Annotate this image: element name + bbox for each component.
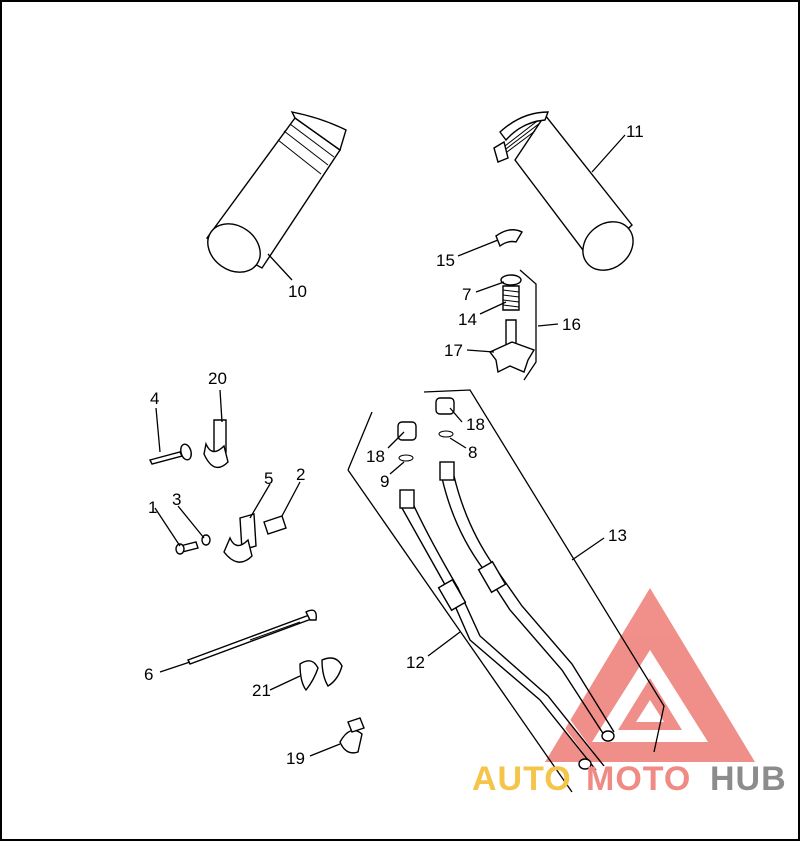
watermark-logo	[545, 588, 755, 762]
callout-6: 6	[144, 665, 153, 684]
callout-21: 21	[252, 681, 271, 700]
callout-12: 12	[406, 653, 425, 672]
clamp-19	[203, 419, 229, 469]
watermark-text: AUTO MOTO HUB	[472, 760, 787, 798]
spring-14	[502, 285, 520, 311]
left-grip-10	[205, 111, 347, 273]
cap-18-right	[435, 397, 455, 415]
watermark-triangle-inner	[618, 678, 682, 730]
callout-14: 14	[458, 310, 477, 329]
spacer-2	[263, 515, 287, 535]
cap-18-left	[397, 421, 417, 441]
callout-17: 17	[444, 341, 463, 360]
callout-4: 4	[150, 389, 159, 408]
callout-3: 3	[172, 490, 181, 509]
callout-2: 2	[296, 465, 305, 484]
ring-9	[398, 454, 414, 462]
right-grip-11	[493, 111, 634, 271]
callout-9: 9	[380, 472, 389, 491]
screw-1	[175, 541, 199, 555]
clip-21	[299, 657, 343, 692]
cable-tie-6	[187, 609, 317, 665]
callout-5: 5	[264, 469, 273, 488]
callout-13: 13	[608, 526, 627, 545]
callout-20: 19	[286, 749, 305, 768]
callout-10: 10	[288, 282, 307, 301]
throttle-cables-12	[399, 461, 615, 771]
bracket-16	[519, 269, 537, 381]
callout-labels: 10 11 15 7 14 16 17 20 4 18 18 8 9 5 2 1…	[144, 122, 644, 768]
callout-7: 7	[462, 285, 471, 304]
watermark-word-2: MOTO	[586, 760, 691, 798]
callout-11: 11	[626, 122, 644, 141]
bracket-13	[347, 389, 665, 753]
callout-16: 16	[562, 315, 581, 334]
watermark-word-3: HUB	[710, 760, 787, 798]
callout-15: 15	[436, 251, 455, 270]
callout-18-left: 18	[366, 447, 385, 466]
callout-1: 1	[148, 498, 157, 517]
knob-17	[488, 319, 536, 374]
ring-8	[438, 430, 454, 438]
watermark-triangle-outer	[545, 588, 755, 762]
part-7	[500, 274, 522, 286]
rivet-4	[148, 443, 192, 465]
callout-18-right: 18	[466, 415, 485, 434]
bracket-13-left	[347, 469, 573, 793]
leader-lines	[154, 134, 626, 757]
watermark-word-1: AUTO	[472, 760, 572, 798]
clamp-5	[223, 513, 257, 563]
clamp-20	[339, 717, 365, 754]
callout-19: 20	[208, 369, 227, 388]
part-15	[495, 229, 523, 248]
callout-8: 8	[468, 443, 477, 462]
